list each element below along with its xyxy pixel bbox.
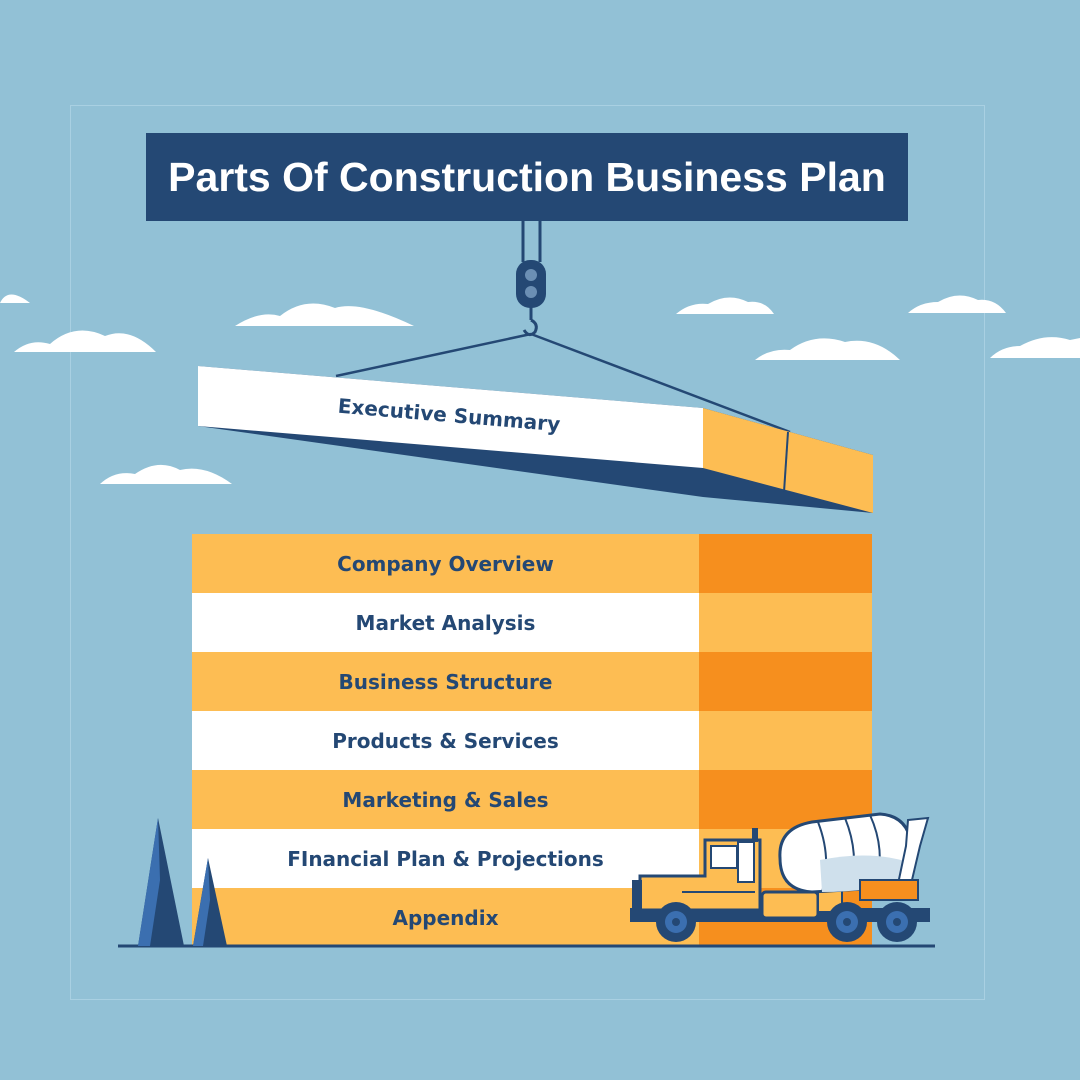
stack-side [699, 829, 872, 888]
clouds [0, 294, 1080, 484]
stack-label: Market Analysis [192, 593, 699, 652]
stack-row-business-structure: Business Structure [192, 652, 872, 711]
stack-label: Company Overview [192, 534, 699, 593]
stack-row-market-analysis: Market Analysis [192, 593, 872, 652]
cloud [755, 338, 900, 360]
stack-label: Products & Services [192, 711, 699, 770]
stack-label: Marketing & Sales [192, 770, 699, 829]
stack-side [699, 888, 872, 947]
stack-label: Appendix [192, 888, 699, 947]
crane-hook [335, 221, 791, 434]
cloud [100, 464, 232, 484]
stack-row-financial-plan: FInancial Plan & Projections [192, 829, 872, 888]
stack-label: FInancial Plan & Projections [192, 829, 699, 888]
stack-side [699, 711, 872, 770]
border-frame [70, 105, 985, 1000]
cloud [676, 297, 774, 314]
cloud [14, 330, 156, 352]
stack-row-company-overview: Company Overview [192, 534, 872, 593]
hanging-block: Executive Summary [198, 366, 873, 513]
cloud [908, 295, 1006, 313]
page-title: Parts Of Construction Business Plan [146, 133, 908, 221]
stack-side [699, 534, 872, 593]
stack-side [699, 593, 872, 652]
cloud [235, 303, 414, 326]
cloud [990, 337, 1080, 358]
stack-side [699, 652, 872, 711]
cloud [0, 294, 30, 303]
stack-row-products-services: Products & Services [192, 711, 872, 770]
block-stack: Company Overview Market Analysis Busines… [192, 534, 872, 947]
stack-label: Business Structure [192, 652, 699, 711]
stack-side [699, 770, 872, 829]
stack-row-appendix: Appendix [192, 888, 872, 947]
stack-row-marketing-sales: Marketing & Sales [192, 770, 872, 829]
